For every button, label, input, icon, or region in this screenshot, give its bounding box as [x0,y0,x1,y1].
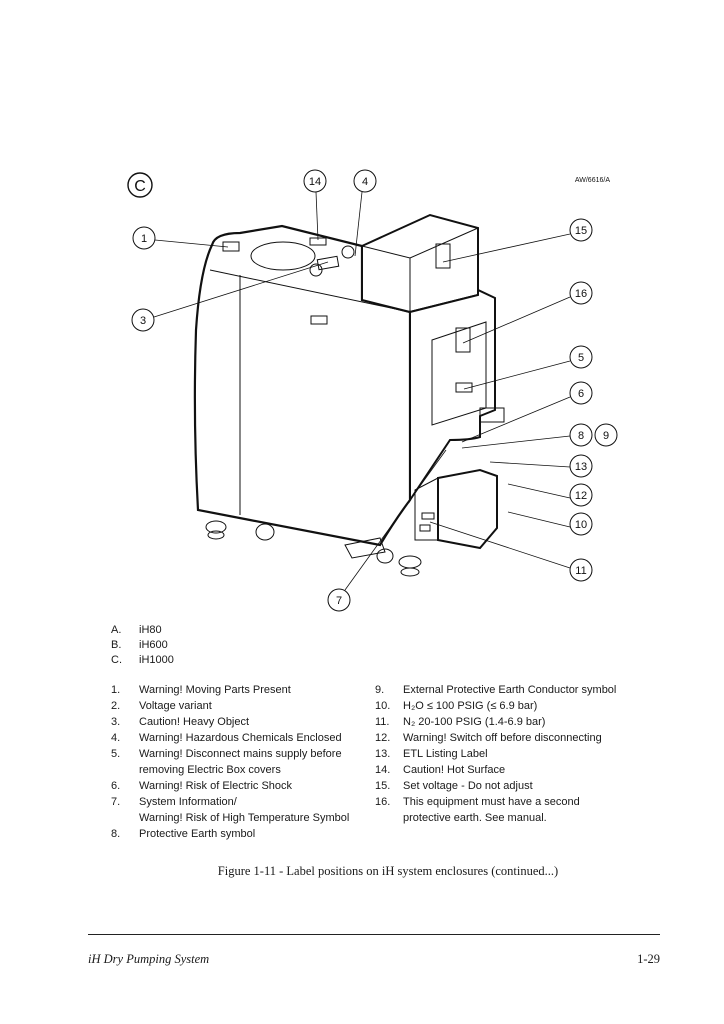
item-number: 1. [111,684,121,696]
callout-10: 10 [575,519,587,531]
view-letter: C [134,178,146,195]
callout-14: 14 [309,176,321,188]
variant-label: iH1000 [139,654,174,666]
item-text: H₂O ≤ 100 PSIG (≤ 6.9 bar) [403,700,538,712]
callout-4: 4 [362,176,368,188]
callouts [127,169,618,612]
item-text: Voltage variant [139,700,212,712]
item-text: Warning! Hazardous Chemicals Enclosed [139,732,342,744]
item-text: protective earth. See manual. [403,812,547,824]
item-text: Protective Earth symbol [139,828,256,840]
electrical-box [361,213,479,314]
item-number: 16. [375,796,391,808]
item-number: 10. [375,700,391,712]
label-list-left: 1. Warning! Moving Parts Present 2. Voltage… [111,682,371,847]
item-number: 4. [111,732,121,744]
footer-title: iH Dry Pumping System [88,952,210,966]
page-number: 1-29 [637,952,660,966]
item-number: 6. [111,780,121,792]
callout-13: 13 [575,461,587,473]
item-number: 13. [375,748,391,760]
side-panel [409,288,496,504]
label-list-right: 9. External Protective Earth Conductor sy… [375,682,655,832]
item-number: 12. [375,732,391,744]
drawing-reference: AW/6616/A [575,177,610,184]
item-number: 2. [111,700,121,712]
callout-3: 3 [140,315,146,327]
item-number: 5. [111,748,121,760]
callout-9: 9 [603,430,609,442]
item-text: Warning! Moving Parts Present [139,684,291,696]
figure-caption: Figure 1-11 - Label positions on iH syst… [217,864,559,878]
variant-list: A.iH80 B.iH600 C.iH1000 [111,624,174,666]
callout-8: 8 [578,430,584,442]
item-number: 3. [111,716,121,728]
callout-11: 11 [575,565,586,577]
item-number: 15. [375,780,391,792]
variant-label: iH80 [139,624,162,636]
item-number: 9. [375,684,385,696]
leader-lines [153,191,571,591]
item-text: Warning! Switch off before disconnecting [403,732,602,744]
callout-7: 7 [336,595,342,607]
callout-1: 1 [141,233,147,245]
item-text: Set voltage - Do not adjust [403,780,533,792]
item-text: Caution! Hot Surface [403,764,506,776]
item-text: This equipment must have a second [403,796,580,808]
item-text: Caution! Heavy Object [139,716,250,728]
item-number: 7. [111,796,121,808]
item-number: 11. [375,716,390,728]
equipment-drawing: C 14 4 1 3 15 16 5 6 8 9 13 12 10 11 7 A… [127,169,618,612]
callout-5: 5 [578,352,584,364]
callout-6: 6 [578,388,584,400]
item-text: Warning! Risk of High Temperature Symbol [139,812,350,824]
item-number: 8. [111,828,121,840]
item-text: N₂ 20-100 PSIG (1.4-6.9 bar) [403,716,546,728]
item-text: removing Electric Box covers [139,764,281,776]
footer-divider [88,934,660,935]
variant-label: iH600 [139,639,168,651]
callout-16: 16 [575,288,587,300]
item-text: Warning! Risk of Electric Shock [139,780,293,792]
main-enclosure [193,224,412,547]
callout-15: 15 [575,225,587,237]
item-text: System Information/ [139,796,237,808]
item-number: 14. [375,764,391,776]
callout-12: 12 [575,490,587,502]
water-box [437,468,498,550]
item-text: ETL Listing Label [403,748,488,760]
item-text: Warning! Disconnect mains supply before [139,748,342,760]
item-text: External Protective Earth Conductor symb… [403,684,617,696]
